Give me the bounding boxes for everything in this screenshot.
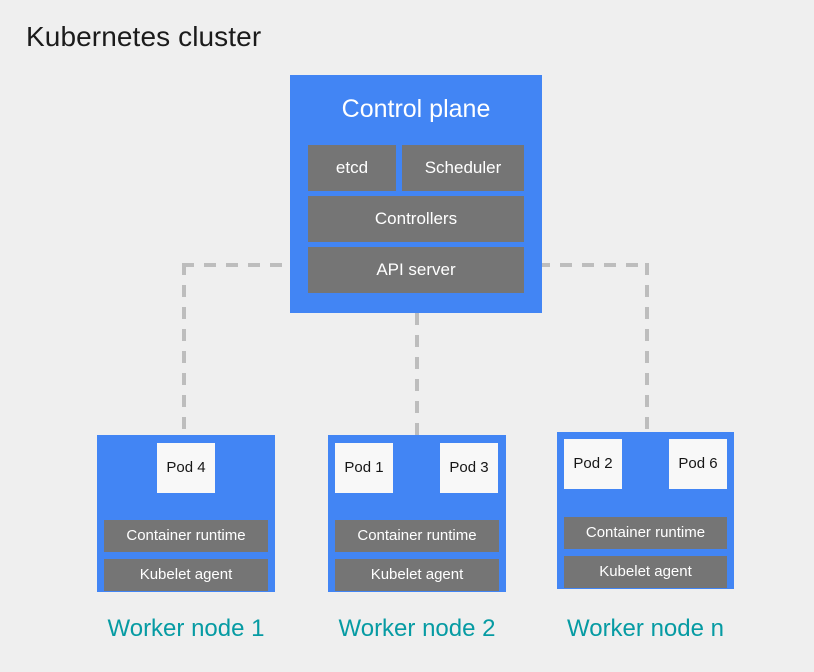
connector-apiserver-to-worker2-vertical bbox=[415, 313, 419, 437]
control-plane-title: Control plane bbox=[341, 95, 491, 123]
worker-node-2-box: Pod 1 Pod 3 Container runtime Kubelet ag… bbox=[328, 435, 506, 592]
worker-node-1-caption: Worker node 1 bbox=[107, 615, 265, 642]
worker-node-1-container-runtime: Container runtime bbox=[104, 520, 268, 552]
connector-apiserver-to-workern-vertical bbox=[645, 263, 649, 437]
worker-node-1-kubelet-agent: Kubelet agent bbox=[104, 559, 268, 591]
pod-box: Pod 2 bbox=[564, 439, 622, 489]
worker-node-1-box: Pod 4 Container runtime Kubelet agent bbox=[97, 435, 275, 592]
worker-node-n-caption: Worker node n bbox=[567, 615, 724, 642]
control-plane-component-scheduler: Scheduler bbox=[402, 145, 524, 191]
control-plane-component-etcd: etcd bbox=[308, 145, 396, 191]
control-plane-component-controllers: Controllers bbox=[308, 196, 524, 242]
pod-box: Pod 1 bbox=[335, 443, 393, 493]
connector-apiserver-to-worker1-horizontal bbox=[182, 263, 294, 267]
worker-node-n-kubelet-agent: Kubelet agent bbox=[564, 556, 727, 588]
worker-node-2-caption: Worker node 2 bbox=[338, 615, 496, 642]
pod-box: Pod 6 bbox=[669, 439, 727, 489]
control-plane-component-api-server: API server bbox=[308, 247, 524, 293]
connector-apiserver-to-workern-horizontal bbox=[538, 263, 649, 267]
worker-node-2-kubelet-agent: Kubelet agent bbox=[335, 559, 499, 591]
worker-node-n-container-runtime: Container runtime bbox=[564, 517, 727, 549]
worker-node-n-box: Pod 2 Pod 6 Container runtime Kubelet ag… bbox=[557, 432, 734, 589]
worker-node-2-container-runtime: Container runtime bbox=[335, 520, 499, 552]
control-plane-box: Control plane etcd Scheduler Controllers… bbox=[290, 75, 542, 313]
pod-box: Pod 4 bbox=[157, 443, 215, 493]
connector-apiserver-to-worker1-vertical bbox=[182, 263, 186, 437]
page-title: Kubernetes cluster bbox=[26, 21, 262, 52]
pod-box: Pod 3 bbox=[440, 443, 498, 493]
